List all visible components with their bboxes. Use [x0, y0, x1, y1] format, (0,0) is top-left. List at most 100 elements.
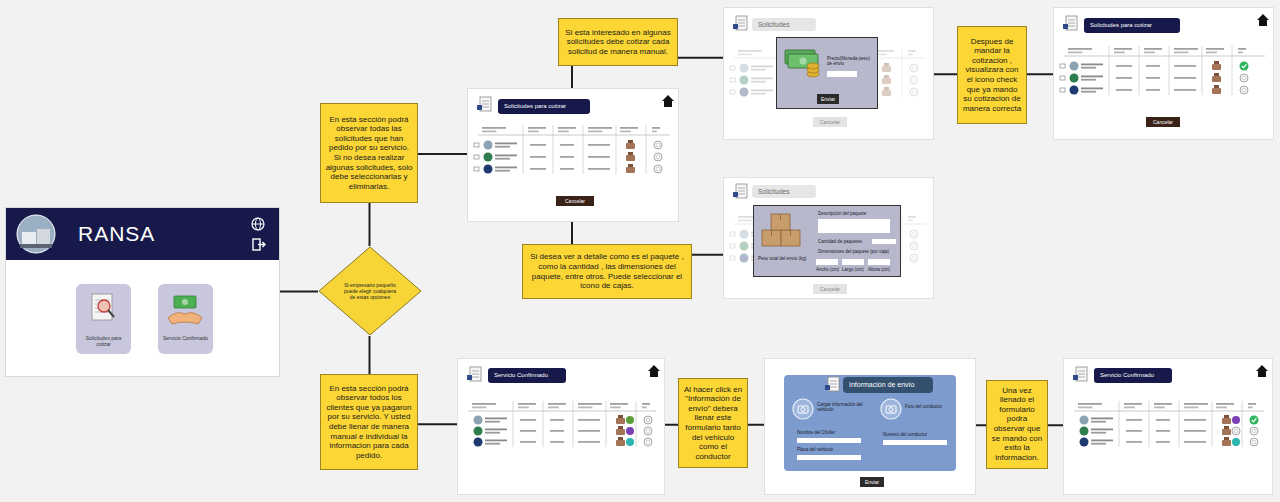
- note-box: Si desea ver a detalle como es el paquet…: [522, 244, 692, 299]
- table-header: [652, 127, 660, 129]
- client-logo: [1080, 416, 1089, 425]
- document-badge: [733, 192, 738, 197]
- table-header: [620, 131, 631, 133]
- table-divider: [1169, 46, 1170, 95]
- note-text: Si desea ver a detalle como es el paquet…: [527, 252, 687, 290]
- box-icon: [1222, 418, 1231, 424]
- box-icon: [1212, 64, 1221, 70]
- table-header: [1248, 403, 1256, 405]
- note-box: Una vez llenado el formulario podra obse…: [986, 380, 1048, 469]
- box-icon: [616, 440, 625, 446]
- table-divider: [1212, 401, 1213, 447]
- checkbox: [730, 232, 735, 236]
- table-header: [558, 131, 569, 133]
- status-icon-inner: [656, 155, 660, 159]
- status-icon: [1232, 438, 1240, 446]
- menu-tile: Servicio Confirmado: [158, 284, 213, 354]
- table-header: [1078, 403, 1102, 405]
- document-line: [738, 194, 745, 195]
- table-header: [548, 403, 566, 405]
- table-divider: [1109, 46, 1110, 95]
- cell-text: [1116, 77, 1132, 79]
- connector: [369, 203, 371, 246]
- table-header: [652, 131, 657, 133]
- cell-text: [751, 78, 773, 80]
- status-icon-inner: [1252, 429, 1256, 433]
- screen-mockup: Solicitudes para cotizarCancelar: [1053, 7, 1274, 140]
- form-panel: [784, 375, 956, 471]
- screen-title: Solicitudes para cotizar: [498, 99, 590, 114]
- table: [1060, 46, 1265, 95]
- camera-lens: [889, 408, 893, 412]
- cell-text: [560, 156, 574, 158]
- status-icon: [644, 427, 652, 435]
- table-divider: [1202, 46, 1203, 95]
- status-icon-inner: [1242, 88, 1246, 92]
- table-header: [908, 216, 916, 218]
- document-line: [1078, 374, 1085, 375]
- document-badge: [1063, 24, 1068, 29]
- field-label: Nombre del Chofer: [797, 430, 861, 435]
- table-header: [528, 131, 539, 133]
- home-icon: [1257, 14, 1269, 26]
- app-screen: RANSASolicitudes para cotizarServicio Co…: [5, 207, 280, 377]
- table-header: [620, 127, 638, 129]
- status-icon-inner: [646, 440, 650, 444]
- box-tape: [771, 230, 772, 236]
- camera-circle: [881, 399, 901, 419]
- table-divider: [606, 401, 607, 447]
- table-header: [610, 407, 621, 409]
- table-header: [908, 54, 913, 56]
- table-header: [588, 131, 602, 133]
- status-icon-inner: [1252, 440, 1256, 444]
- table-header: [1248, 407, 1253, 409]
- document-badge: [1073, 375, 1078, 380]
- cell-text: [1081, 79, 1096, 81]
- status-icon-inner: [646, 418, 650, 422]
- box-tape: [790, 230, 791, 236]
- connector: [571, 66, 573, 88]
- box-icon-top: [884, 75, 889, 78]
- box-tape: [780, 214, 781, 220]
- input-field: [827, 71, 857, 77]
- client-logo: [474, 427, 483, 436]
- status-icon-inner: [912, 232, 916, 236]
- table-header: [1206, 52, 1217, 54]
- cell-text: [1081, 91, 1096, 93]
- cell-text: [495, 146, 510, 148]
- box-icon-top: [1224, 426, 1229, 429]
- table-divider: [523, 125, 524, 174]
- box-icon: [626, 167, 635, 173]
- document-line: [738, 23, 745, 24]
- cell-text: [588, 144, 610, 146]
- status-icon: [910, 254, 918, 262]
- box-icon-top: [628, 152, 633, 155]
- box-icon: [762, 230, 781, 246]
- cell-text: [1156, 441, 1170, 443]
- document-line: [830, 384, 837, 385]
- table-header: [578, 403, 602, 405]
- table-header: [610, 403, 628, 405]
- cell-text: [1146, 65, 1160, 67]
- document-badge: [477, 105, 482, 110]
- document-icon: [92, 294, 112, 320]
- table-header: [1174, 48, 1198, 50]
- field-label: Peso total del envío (kg): [758, 256, 814, 261]
- screen-mockup: Información de envíoCargar información d…: [764, 358, 976, 495]
- checkbox: [474, 143, 479, 147]
- document-line: [738, 188, 745, 189]
- status-icon: [626, 416, 634, 424]
- client-logo: [1080, 438, 1089, 447]
- table-rule: [1064, 56, 1265, 57]
- exit-icon: [258, 242, 265, 247]
- cell-text: [751, 90, 773, 92]
- document-badge: [825, 385, 830, 390]
- document-line: [472, 371, 479, 372]
- note-text: Si esta interesado en algunas solicitude…: [563, 28, 673, 57]
- note-box: Al hacer click en "Información de envío"…: [678, 378, 748, 468]
- box-icon-top: [884, 87, 889, 90]
- status-icon: [1250, 438, 1258, 446]
- cell-text: [1184, 441, 1206, 443]
- status-icon: [654, 141, 662, 149]
- table-rule: [478, 135, 670, 136]
